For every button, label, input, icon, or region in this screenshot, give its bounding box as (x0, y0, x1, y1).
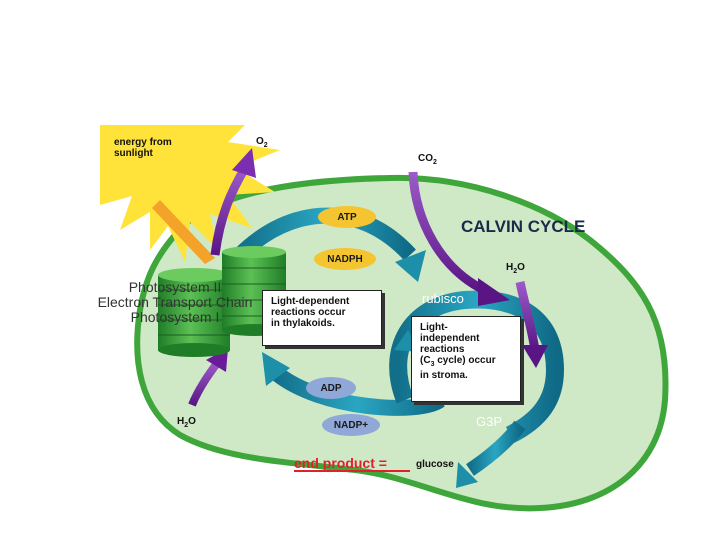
end-product-underline (294, 470, 410, 472)
g3p-output-arrow (466, 420, 526, 476)
h2o-top-label: H2O (506, 262, 525, 275)
h2o-top-arrow-head (522, 345, 548, 368)
calvin-cycle-title: CALVIN CYCLE (461, 217, 586, 236)
thylakoid-stack-left (158, 268, 230, 357)
energy-label: energy from sunlight (114, 137, 172, 159)
photosystem-i-label: Photosystem I (130, 309, 220, 325)
electron-transport-chain-label: Electron Transport Chain (97, 294, 253, 310)
nadph-pill: NADPH (314, 248, 376, 270)
co2-label: CO2 (418, 153, 437, 166)
photosystem-labels: Photosystem II Electron Transport Chain … (90, 280, 260, 325)
light-independent-box: Light- independent reactions (C3 cycle) … (411, 316, 521, 402)
g3p-label: G3P (476, 414, 503, 429)
g3p-output-arrow-head (456, 462, 478, 488)
sun-icon (100, 125, 280, 264)
upper-flow-arrow-head (395, 250, 426, 282)
light-dependent-box: Light-dependent reactions occur in thyla… (262, 290, 382, 346)
h2o-top-arrow (515, 281, 540, 351)
h2o-bottom-label: H2O (177, 416, 196, 429)
photosystem-ii-label: Photosystem II (128, 279, 222, 295)
co2-arrow (408, 171, 490, 297)
co2-arrow-head (478, 278, 510, 306)
o2-label: O2 (256, 136, 268, 149)
end-product-label: end product = (294, 455, 387, 471)
o2-arrow-head (232, 148, 256, 178)
lower-flow-arrow (269, 365, 445, 416)
atp-pill: ATP (318, 206, 376, 228)
nadp-pill: NADP+ (322, 414, 380, 436)
adp-pill: ADP (306, 377, 356, 399)
glucose-label: glucose (416, 459, 454, 470)
o2-arrow (210, 165, 249, 256)
lower-flow-arrow-head (262, 352, 290, 386)
rubisco-label: rubisco (422, 291, 464, 306)
